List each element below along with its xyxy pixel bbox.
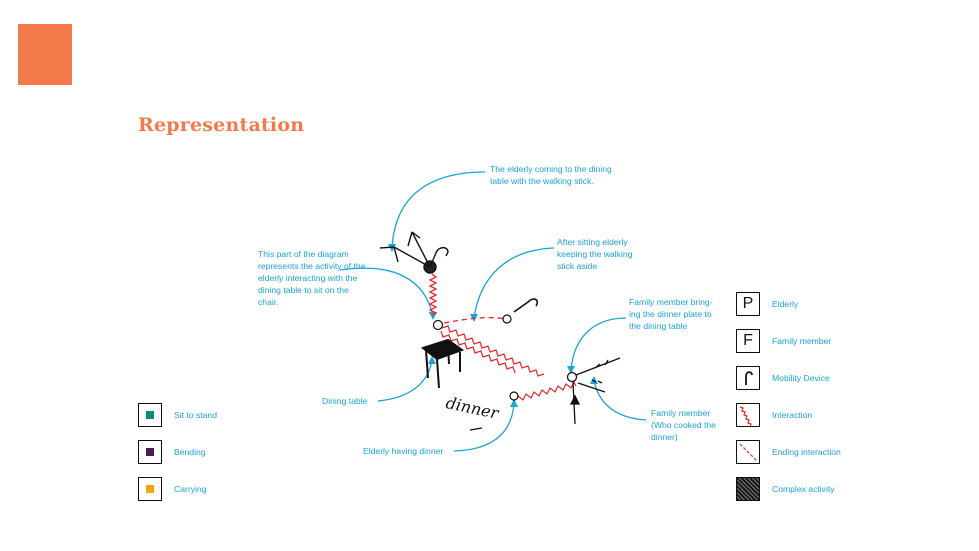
legend-sit-to-stand: Sit to stand — [138, 403, 217, 427]
legend-label: Interaction — [772, 410, 812, 420]
yellow-swatch — [146, 485, 154, 493]
legend-bending: Bending — [138, 440, 206, 464]
legend-label: Ending interaction — [772, 447, 841, 457]
callout-line-family-cooked — [594, 380, 646, 420]
purple-swatch — [146, 448, 154, 456]
legend-label: Elderly — [772, 299, 798, 309]
annotation-elderly-coming: The elderly coming to the dining table w… — [490, 163, 630, 187]
legend-label: Mobility Device — [772, 373, 830, 383]
legend-label: Sit to stand — [174, 410, 217, 420]
callout-line-family-bringing — [571, 318, 626, 370]
zigzag-line-icon — [736, 403, 760, 427]
annotation-elderly-dinner: Elderly having dinner — [363, 445, 443, 457]
legend-swatch-box — [138, 477, 162, 501]
legend-swatch-box — [138, 440, 162, 464]
elderly-node-circle — [434, 321, 443, 330]
callout-line-dining-table — [378, 360, 432, 401]
legend-elderly: P Elderly — [736, 292, 798, 316]
dashed-line-icon — [736, 440, 760, 464]
dinner-node-circle — [510, 392, 518, 400]
legend-label: Bending — [174, 447, 206, 457]
dinner-handwriting: dinner — [444, 393, 501, 423]
legend-ending-interaction: Ending interaction — [736, 440, 841, 464]
walking-stick-sketch — [514, 299, 537, 312]
legend-carrying: Carrying — [138, 477, 206, 501]
legend-family-member: F Family member — [736, 329, 831, 353]
legend-label: Carrying — [174, 484, 206, 494]
letter-f-icon: F — [736, 329, 760, 353]
interaction-zigzag-vertical — [430, 274, 436, 315]
elderly-walking-figure — [380, 232, 448, 273]
legend-interaction: Interaction — [736, 403, 812, 427]
stick-node-circle — [503, 315, 511, 323]
annotation-part-diagram: This part of the diagram represents the … — [258, 248, 368, 308]
interaction-zigzag-dinner-family — [518, 382, 576, 400]
family-member-figure — [568, 358, 621, 424]
annotation-family-bringing: Family member bring-ing the dinner plate… — [629, 296, 724, 332]
teal-swatch — [146, 411, 154, 419]
legend-swatch-box — [138, 403, 162, 427]
walking-stick-icon — [736, 366, 760, 390]
annotation-dining-table: Dining table — [322, 395, 367, 407]
legend-label: Family member — [772, 336, 831, 346]
annotation-after-sitting: After sitting elderly keeping the walkin… — [557, 236, 652, 272]
hatched-square-icon — [736, 477, 760, 501]
callout-line-elderly-coming — [392, 172, 485, 248]
annotation-family-cooked: Family member (Who cooked the dinner) — [651, 407, 731, 443]
legend-complex-activity: Complex activity — [736, 477, 835, 501]
legend-label: Complex activity — [772, 484, 835, 494]
letter-p-icon: P — [736, 292, 760, 316]
callout-line-after-sitting — [474, 248, 554, 318]
legend-mobility-device: Mobility Device — [736, 366, 830, 390]
